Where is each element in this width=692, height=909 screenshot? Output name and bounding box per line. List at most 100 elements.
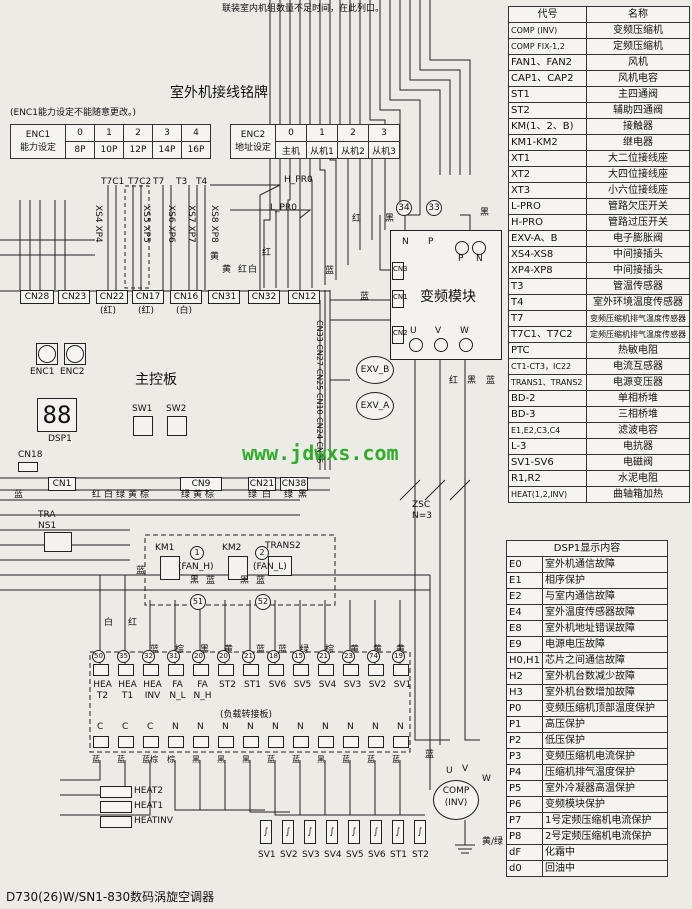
wire-color: 蓝 xyxy=(267,755,275,764)
cn18-label: CN18 xyxy=(18,450,43,460)
plug-label: XS7 XP7 xyxy=(186,205,196,243)
wire-color: 蓝 xyxy=(117,755,125,764)
wire-color: 红 xyxy=(238,265,248,275)
valve-coil-icon: ∫ xyxy=(282,820,294,844)
dsp-cell-code: E1 xyxy=(506,572,543,589)
rotary-icon xyxy=(38,345,56,363)
fan-l-label: (FAN_L) xyxy=(253,562,287,572)
valve-coil-icon: ∫ xyxy=(304,820,316,844)
watermark-text: www.jdwxs.com xyxy=(242,441,399,465)
sw1-button[interactable] xyxy=(133,416,153,436)
module-pin: P xyxy=(458,254,464,264)
sw2-button[interactable] xyxy=(167,416,187,436)
load-terminal-bottom-label: N xyxy=(322,722,329,732)
dsp-cell-desc: 室外冷凝器高温保护 xyxy=(541,780,669,797)
codes-cell-code: T7C1、T7C2 xyxy=(508,326,587,343)
load-terminal xyxy=(343,736,359,748)
wire-color: 白 xyxy=(248,265,258,275)
load-terminal xyxy=(93,664,109,676)
wire-color: 棕 xyxy=(175,645,185,655)
wire-color: 黑 xyxy=(242,755,250,764)
codes-cell-code: COMP FIX-1,2 xyxy=(508,38,587,55)
dsp-cell-code: H2 xyxy=(506,668,543,685)
codes-cell-name: 接触器 xyxy=(586,118,690,135)
codes-cell-code: T7 xyxy=(508,310,587,327)
connector-note: (红) xyxy=(138,306,155,316)
codes-cell-name: 辅助四通阀 xyxy=(586,102,690,119)
wire-color: 黑 xyxy=(217,755,225,764)
relay-km1 xyxy=(160,556,180,580)
load-terminal-label: FA N_H xyxy=(193,680,212,701)
wire-number: 2 xyxy=(255,546,269,560)
enc1-val: 16P xyxy=(181,141,211,159)
km1-label: KM1 xyxy=(155,543,175,553)
wire-color: 蓝 xyxy=(360,292,370,302)
load-terminal xyxy=(118,664,134,676)
sw1-label: SW1 xyxy=(132,404,153,414)
load-terminal xyxy=(193,664,209,676)
wire-color: 红 xyxy=(92,490,102,500)
codes-cell-name: 大二位接线座 xyxy=(586,150,690,167)
terminal-icon xyxy=(409,338,423,352)
codes-cell-name: 中间接插头 xyxy=(586,262,690,279)
wire-color: 蓝 xyxy=(425,750,435,760)
wire-color: 蓝 xyxy=(367,755,375,764)
l-pro-label: L_PR0 xyxy=(270,203,297,213)
load-terminal xyxy=(343,664,359,676)
heat-label: HEATINV xyxy=(134,816,173,826)
dsp-cell-code: H3 xyxy=(506,684,543,701)
dsp-cell-desc: 电源电压故障 xyxy=(541,636,669,653)
enc1-pos: 2 xyxy=(123,124,153,142)
enc1-pos: 3 xyxy=(152,124,182,142)
trans1-label: TRA NS1 xyxy=(38,510,57,531)
wire-color: 蓝 xyxy=(206,576,216,586)
dsp-cell-desc: 变频压缩机电流保护 xyxy=(541,748,669,765)
valve-label: SV4 xyxy=(324,850,342,860)
dsp-cell-desc: 化霜中 xyxy=(541,844,669,861)
comp-pin: W xyxy=(482,774,491,784)
load-terminal xyxy=(318,736,334,748)
module-label: 变频模块 xyxy=(420,289,476,305)
codes-row: HEAT(1,2,INV)曲轴箱加热 xyxy=(508,486,690,503)
wire-number: 20 xyxy=(217,650,230,663)
dsp-table-title: DSP1显示内容 xyxy=(506,540,668,557)
footer-title: D730(26)W/SN1-830数码涡旋空调器 xyxy=(6,890,215,904)
wire-color: 蓝棕 xyxy=(142,755,158,764)
enc2-switch[interactable] xyxy=(64,343,86,365)
load-terminal xyxy=(368,736,384,748)
wire-color: 棕 xyxy=(167,755,175,764)
wire-color: 黄 xyxy=(350,645,360,655)
dsp-cell-code: E9 xyxy=(506,636,543,653)
dsp-cell-desc: 1号定频压缩机电流保护 xyxy=(541,812,669,829)
wire-number: 1 xyxy=(190,546,204,560)
dsp-cell-desc: 低压保护 xyxy=(541,732,669,749)
codes-cell-code: ST1 xyxy=(508,86,587,103)
load-terminal xyxy=(243,736,259,748)
codes-cell-code: L-PRO xyxy=(508,198,587,215)
wire-number: 20 xyxy=(192,650,205,663)
codes-cell-code: L-3 xyxy=(508,438,587,455)
enc2-pos: 1 xyxy=(306,124,338,142)
plug-label: XS6 XP6 xyxy=(166,205,176,243)
sensor-label: T7C2 xyxy=(128,177,152,187)
dsp1-display: 88 xyxy=(37,398,77,432)
codes-cell-name: 水泥电阻 xyxy=(586,470,690,487)
connector-note: (白) xyxy=(176,306,193,316)
wire-color: 黑 xyxy=(317,755,325,764)
connector: CN17 xyxy=(132,290,164,304)
enc1-switch[interactable] xyxy=(36,343,58,365)
codes-cell-name: 管温传感器 xyxy=(586,278,690,295)
dsp-cell-desc: 室外机台数增加故障 xyxy=(541,684,669,701)
load-terminal-label: SV3 xyxy=(343,680,362,690)
codes-cell-name: 变频压缩机排气温度传感器 xyxy=(586,310,690,327)
codes-cell-name: 电源变压器 xyxy=(586,374,690,391)
